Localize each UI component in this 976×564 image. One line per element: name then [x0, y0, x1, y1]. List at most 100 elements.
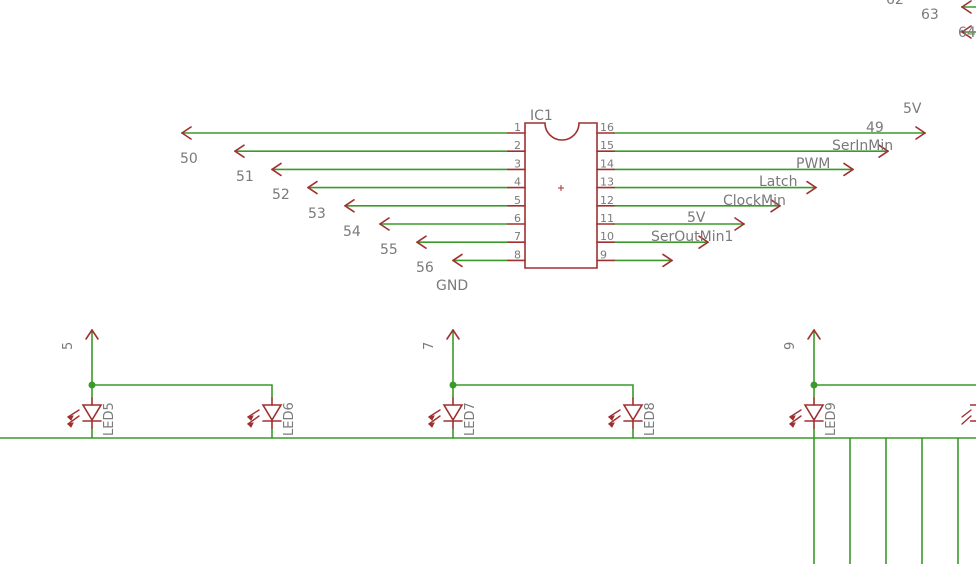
ic1-name-label: IC1 — [530, 108, 553, 124]
net-label-right-7: SerOutMin1 — [651, 229, 733, 245]
arrow-stroke — [452, 253, 463, 262]
net-label-3: 53 — [308, 206, 326, 222]
net-label-right-2: SerInMin — [832, 138, 893, 154]
arrow-stroke — [770, 199, 781, 207]
ic1-pin-number: 5 — [514, 194, 521, 207]
net-arrow-left — [181, 126, 192, 140]
net-arrow-right — [806, 180, 817, 195]
net-arrow-left — [271, 162, 282, 177]
ic1-pin-number: 1 — [514, 121, 521, 134]
ic1-pin-number: 7 — [514, 230, 521, 243]
arrow-stroke — [416, 235, 427, 243]
led-light-arrow — [428, 415, 441, 425]
led-light-arrow — [428, 409, 441, 418]
led-light-head — [246, 415, 254, 421]
arrow-stroke — [698, 235, 709, 243]
net-arrow-right — [843, 162, 854, 177]
led-label: LED7 — [463, 402, 478, 436]
arrow-stroke — [446, 329, 454, 340]
led-light-arrow — [961, 415, 972, 425]
arrow-stroke — [698, 241, 709, 249]
net-arrow-right — [734, 217, 745, 231]
net-arrow-right — [915, 126, 926, 140]
led-light-head — [66, 422, 74, 428]
arrow-stroke — [878, 150, 889, 158]
net-label-62: 62 — [886, 0, 904, 8]
ic1-body — [524, 122, 598, 269]
net-arrow-right — [878, 144, 889, 158]
net-label-right-3: PWM — [796, 156, 830, 172]
arrow-stroke — [344, 205, 355, 213]
arrow-stroke — [452, 329, 460, 340]
arrow-stroke — [416, 241, 427, 249]
led-light-arrow — [961, 409, 972, 418]
arrow-stroke — [915, 126, 926, 134]
led-symbol — [427, 397, 464, 429]
led-light-arrow — [247, 409, 260, 418]
arrow-stroke — [234, 150, 245, 158]
net-label-5: 55 — [380, 242, 398, 258]
led-light-arrow — [67, 409, 80, 418]
net-arrow-left — [307, 180, 318, 195]
net-arrow-left — [416, 235, 427, 249]
ic1-pin-number: 13 — [600, 176, 614, 189]
led-partial — [970, 404, 976, 422]
net-arrow-left — [961, 25, 972, 39]
arrow-stroke — [806, 180, 817, 189]
junction-dot — [88, 381, 96, 389]
arrow-stroke — [271, 168, 282, 177]
arrow-stroke — [770, 205, 781, 213]
ic1-pin-number: 11 — [600, 212, 614, 225]
led-light-head — [607, 422, 615, 428]
led-light-head — [427, 415, 435, 421]
arrow-stroke — [662, 253, 673, 262]
arrow-stroke — [181, 132, 192, 140]
net-arrow-right — [662, 253, 673, 268]
led-triangle — [81, 404, 103, 422]
supply-arrow — [85, 329, 99, 340]
led-triangle — [803, 404, 825, 422]
net-label-0: 50 — [180, 151, 198, 167]
net-label-right-0: 49 — [866, 120, 884, 136]
led-label: LED9 — [824, 402, 839, 436]
ic1-pin-number: 8 — [514, 248, 521, 261]
led-light-arrow — [608, 415, 621, 425]
arrow-stroke — [307, 186, 318, 195]
led-label: LED6 — [282, 402, 297, 436]
arrow-stroke — [234, 144, 245, 152]
net-label-64: 64 — [958, 25, 976, 41]
ic1-pin-number: 12 — [600, 194, 614, 207]
net-arrow-right — [770, 199, 781, 213]
ic1-pin-number: 3 — [514, 157, 521, 170]
supply-arrow — [446, 329, 460, 340]
net-label-2: 52 — [272, 187, 290, 203]
led-light-head — [607, 415, 615, 421]
junction-dot — [810, 381, 818, 389]
arrow-stroke — [961, 25, 972, 33]
arrow-stroke — [271, 162, 282, 171]
net-label-right-1: 5V — [903, 101, 922, 117]
arrow-stroke — [344, 199, 355, 207]
led-light-arrow — [67, 415, 80, 425]
led-symbol — [607, 397, 644, 429]
led-symbol — [66, 397, 103, 429]
ic1-pin-number: 6 — [514, 212, 521, 225]
arrow-stroke — [843, 162, 854, 171]
ic1-pin-number: 2 — [514, 139, 521, 152]
arrow-stroke — [813, 329, 821, 340]
led-triangle — [622, 404, 644, 422]
junction-dot — [449, 381, 457, 389]
arrow-stroke — [734, 217, 745, 225]
supply-arrow — [807, 329, 821, 340]
net-arrow-left — [452, 253, 463, 268]
ic1-pin-number: 15 — [600, 139, 614, 152]
ic1-pin-number: 16 — [600, 121, 614, 134]
arrow-stroke — [961, 6, 972, 14]
ic1-pin-number: 4 — [514, 176, 521, 189]
arrow-stroke — [91, 329, 99, 340]
arrow-stroke — [961, 31, 972, 39]
arrow-stroke — [452, 259, 463, 268]
led-triangle — [261, 404, 283, 422]
led-symbol — [246, 397, 283, 429]
led-label: LED8 — [643, 402, 658, 436]
